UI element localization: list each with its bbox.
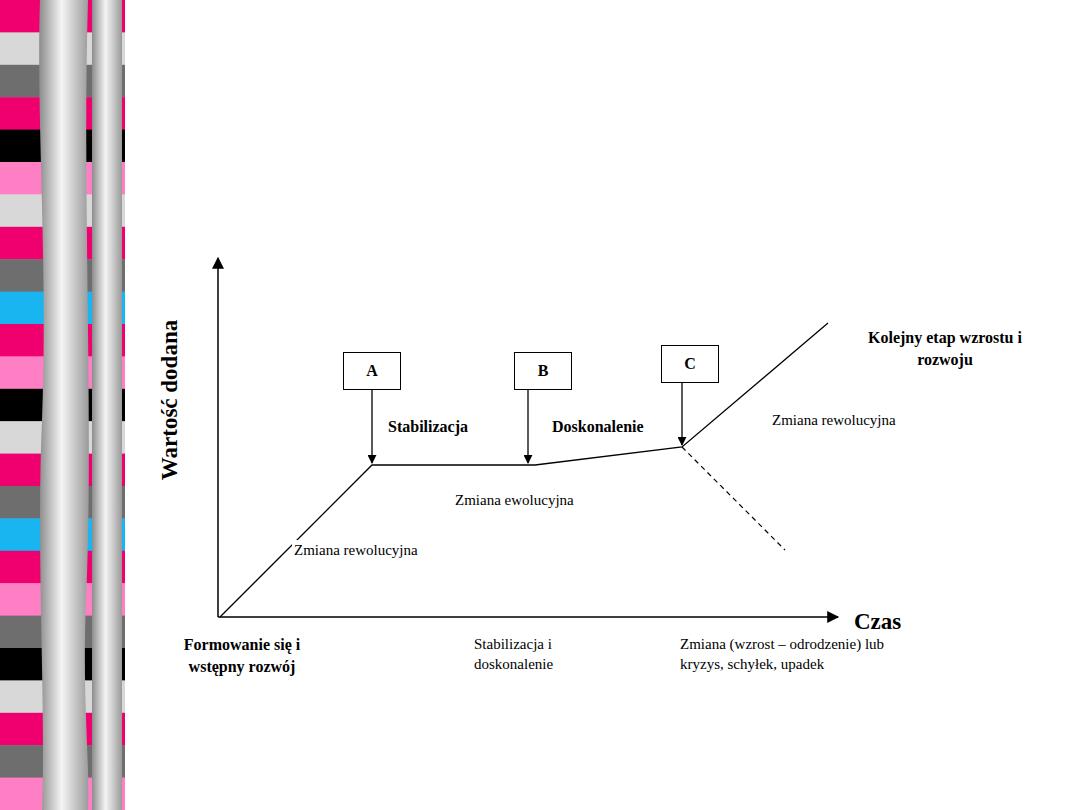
box-letter: A <box>366 362 378 380</box>
letter-box: B <box>514 352 572 390</box>
change-label: Zmiana ewolucyjna <box>453 490 576 510</box>
letter-box: C <box>661 345 719 383</box>
pointer-arrow <box>681 383 682 445</box>
period-label: Stabilizacja i doskonalenie <box>472 634 588 675</box>
pointer-arrow <box>527 390 528 463</box>
value-curve <box>220 323 828 617</box>
decorative-stripe <box>0 0 125 810</box>
stripe-cylinder <box>92 0 122 810</box>
pointer-arrows <box>372 383 682 463</box>
pointer-arrow <box>371 390 372 463</box>
period-label: Formowanie się i wstępny rozwój <box>168 634 316 677</box>
axis-title: Wartość dodana <box>154 318 185 482</box>
x-axis <box>218 616 838 618</box>
stripe-cylinder <box>39 0 89 810</box>
decline-curve <box>682 447 785 550</box>
change-label: Zmiana rewolucyjna <box>770 410 898 430</box>
phase-label: Stabilizacja <box>386 416 470 438</box>
change-label: Zmiana rewolucyjna <box>292 540 420 560</box>
phase-label: Doskonalenie <box>550 416 646 438</box>
axes <box>218 258 838 617</box>
trend-line <box>220 323 828 617</box>
letter-box: A <box>343 352 401 390</box>
axis-title: Czas <box>852 606 903 637</box>
box-letter: C <box>684 355 696 373</box>
box-letter: B <box>538 362 549 380</box>
y-axis <box>217 258 219 617</box>
period-label: Zmiana (wzrost – odrodzenie) lub kryzys,… <box>678 634 932 675</box>
stage-label: Kolejny etap wzrostu i rozwoju <box>853 327 1037 370</box>
